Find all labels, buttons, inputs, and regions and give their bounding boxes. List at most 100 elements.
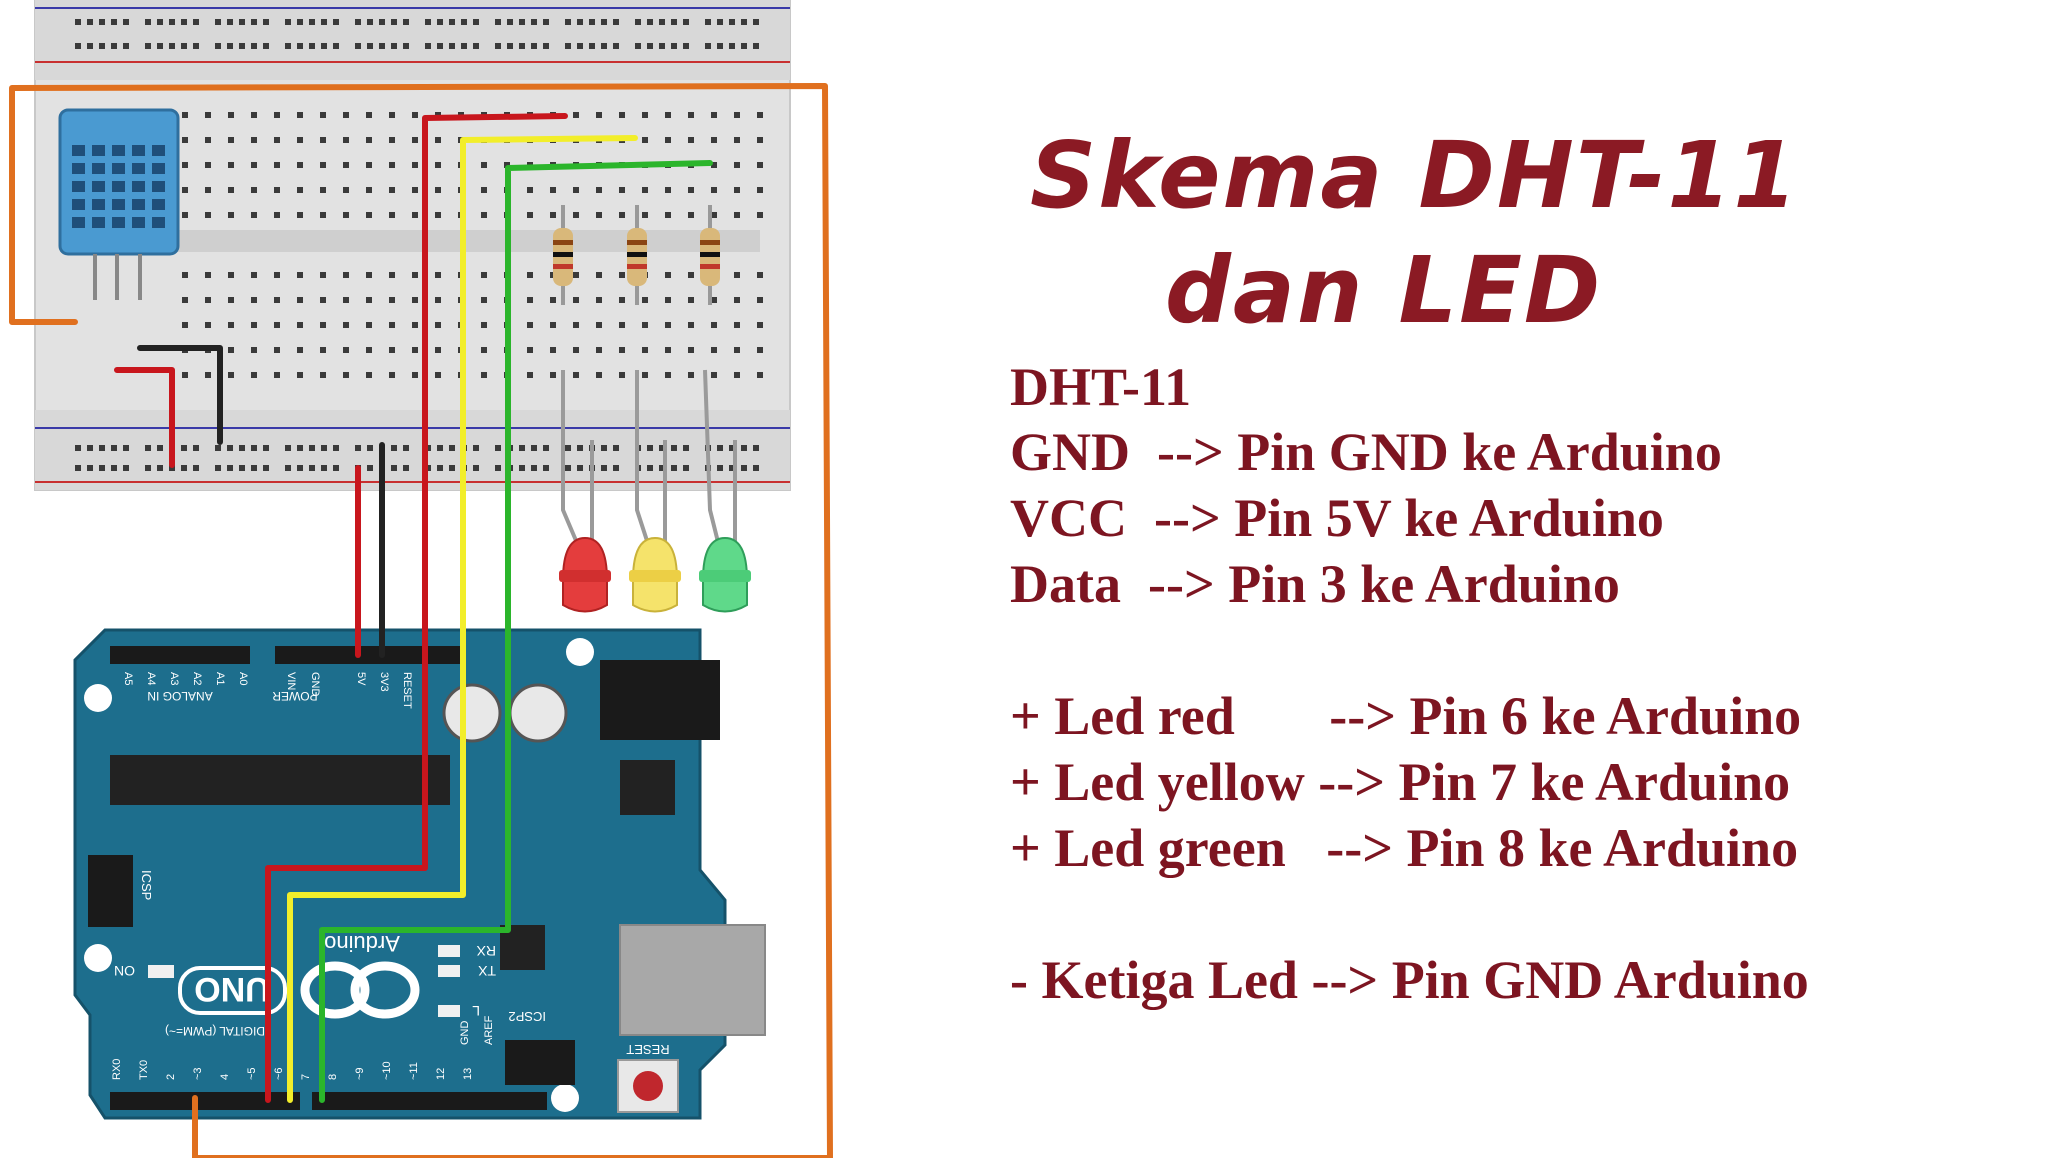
breadboard-hole — [99, 465, 105, 471]
breadboard-hole — [753, 19, 759, 25]
board-model-label: UNO — [194, 970, 270, 1008]
breadboard-hole — [297, 112, 303, 118]
sensor-grille-cell — [112, 145, 125, 156]
breadboard-hole — [635, 19, 641, 25]
breadboard-hole — [274, 212, 280, 218]
breadboard-hole — [741, 43, 747, 49]
breadboard-hole — [321, 19, 327, 25]
breadboard-hole — [182, 272, 188, 278]
breadboard-hole — [565, 445, 571, 451]
breadboard-hole — [215, 445, 221, 451]
breadboard-hole — [688, 187, 694, 193]
breadboard-hole — [251, 112, 257, 118]
icsp-label: ICSP — [139, 870, 154, 900]
breadboard-hole — [753, 43, 759, 49]
breadboard-hole — [619, 322, 625, 328]
breadboard-hole — [320, 112, 326, 118]
breadboard-hole — [389, 272, 395, 278]
breadboard-hole — [297, 43, 303, 49]
breadboard-hole — [389, 347, 395, 353]
breadboard-hole — [729, 19, 735, 25]
digital-pin-label: 4 — [219, 1074, 231, 1080]
breadboard-hole — [757, 112, 763, 118]
breadboard-hole — [145, 465, 151, 471]
breadboard-hole — [320, 137, 326, 143]
breadboard-hole — [665, 137, 671, 143]
breadboard-hole — [251, 187, 257, 193]
breadboard-hole — [412, 212, 418, 218]
breadboard-hole — [343, 162, 349, 168]
sensor-grille-cell — [132, 145, 145, 156]
rx-label: RX — [476, 943, 496, 959]
digital-pin-label: ~6 — [273, 1067, 285, 1080]
breadboard-hole — [473, 43, 479, 49]
digital-pin-label: ~3 — [192, 1067, 204, 1080]
breadboard-hole — [659, 445, 665, 451]
breadboard-hole — [481, 187, 487, 193]
breadboard-hole — [389, 162, 395, 168]
breadboard-hole — [711, 297, 717, 303]
breadboard-hole — [366, 372, 372, 378]
breadboard-hole — [320, 272, 326, 278]
breadboard-hole — [355, 445, 361, 451]
breadboard-hole — [320, 162, 326, 168]
breadboard-hole — [343, 137, 349, 143]
breadboard-hole — [391, 19, 397, 25]
breadboard-hole — [507, 43, 513, 49]
breadboard — [34, 0, 791, 491]
breadboard-hole — [182, 372, 188, 378]
note-led-green: + Led green --> Pin 8 ke Arduino — [1010, 818, 1799, 878]
breadboard-hole — [403, 43, 409, 49]
icsp2-label: ICSP2 — [508, 1009, 546, 1024]
breadboard-hole — [412, 322, 418, 328]
breadboard-hole — [412, 112, 418, 118]
breadboard-hole — [683, 445, 689, 451]
breadboard-hole — [473, 19, 479, 25]
arduino-board: UNO Arduino ON TX RX L RESET ICSP ICSP2 … — [73, 628, 766, 1120]
breadboard-hole — [379, 43, 385, 49]
breadboard-hole — [435, 187, 441, 193]
note-led-yellow: + Led yellow --> Pin 7 ke Arduino — [1010, 752, 1791, 812]
breadboard-hole — [274, 322, 280, 328]
breadboard-hole — [251, 322, 257, 328]
breadboard-hole — [659, 43, 665, 49]
breadboard-hole — [481, 372, 487, 378]
breadboard-hole — [87, 445, 93, 451]
breadboard-hole — [711, 187, 717, 193]
icsp-header — [88, 855, 133, 927]
breadboard-hole — [297, 137, 303, 143]
breadboard-hole — [527, 347, 533, 353]
breadboard-hole — [577, 445, 583, 451]
breadboard-hole — [228, 112, 234, 118]
breadboard-hole — [297, 19, 303, 25]
breadboard-hole — [435, 162, 441, 168]
breadboard-hole — [389, 112, 395, 118]
breadboard-hole — [205, 372, 211, 378]
sensor-grille-cell — [92, 163, 105, 174]
breadboard-hole — [343, 272, 349, 278]
breadboard-hole — [635, 43, 641, 49]
breadboard-hole — [550, 372, 556, 378]
breadboard-hole — [527, 272, 533, 278]
sensor-grille-cell — [152, 217, 165, 228]
pin-3v3-label: 3V3 — [378, 672, 390, 692]
breadboard-hole — [688, 137, 694, 143]
breadboard-hole — [619, 347, 625, 353]
breadboard-hole — [227, 19, 233, 25]
breadboard-hole — [309, 445, 315, 451]
breadboard-hole — [717, 19, 723, 25]
breadboard-hole — [596, 372, 602, 378]
sensor-grille-cell — [152, 199, 165, 210]
reset-label: RESET — [626, 1042, 669, 1057]
breadboard-hole — [205, 272, 211, 278]
breadboard-hole — [519, 43, 525, 49]
sensor-grille-cell — [132, 217, 145, 228]
breadboard-hole — [157, 19, 163, 25]
breadboard-hole — [169, 19, 175, 25]
wire-orange-data — [9, 83, 833, 1158]
breadboard-hole — [321, 43, 327, 49]
resistor-red-led — [553, 205, 573, 305]
wire-yellow-pin7 — [287, 135, 638, 1103]
breadboard-hole — [473, 465, 479, 471]
